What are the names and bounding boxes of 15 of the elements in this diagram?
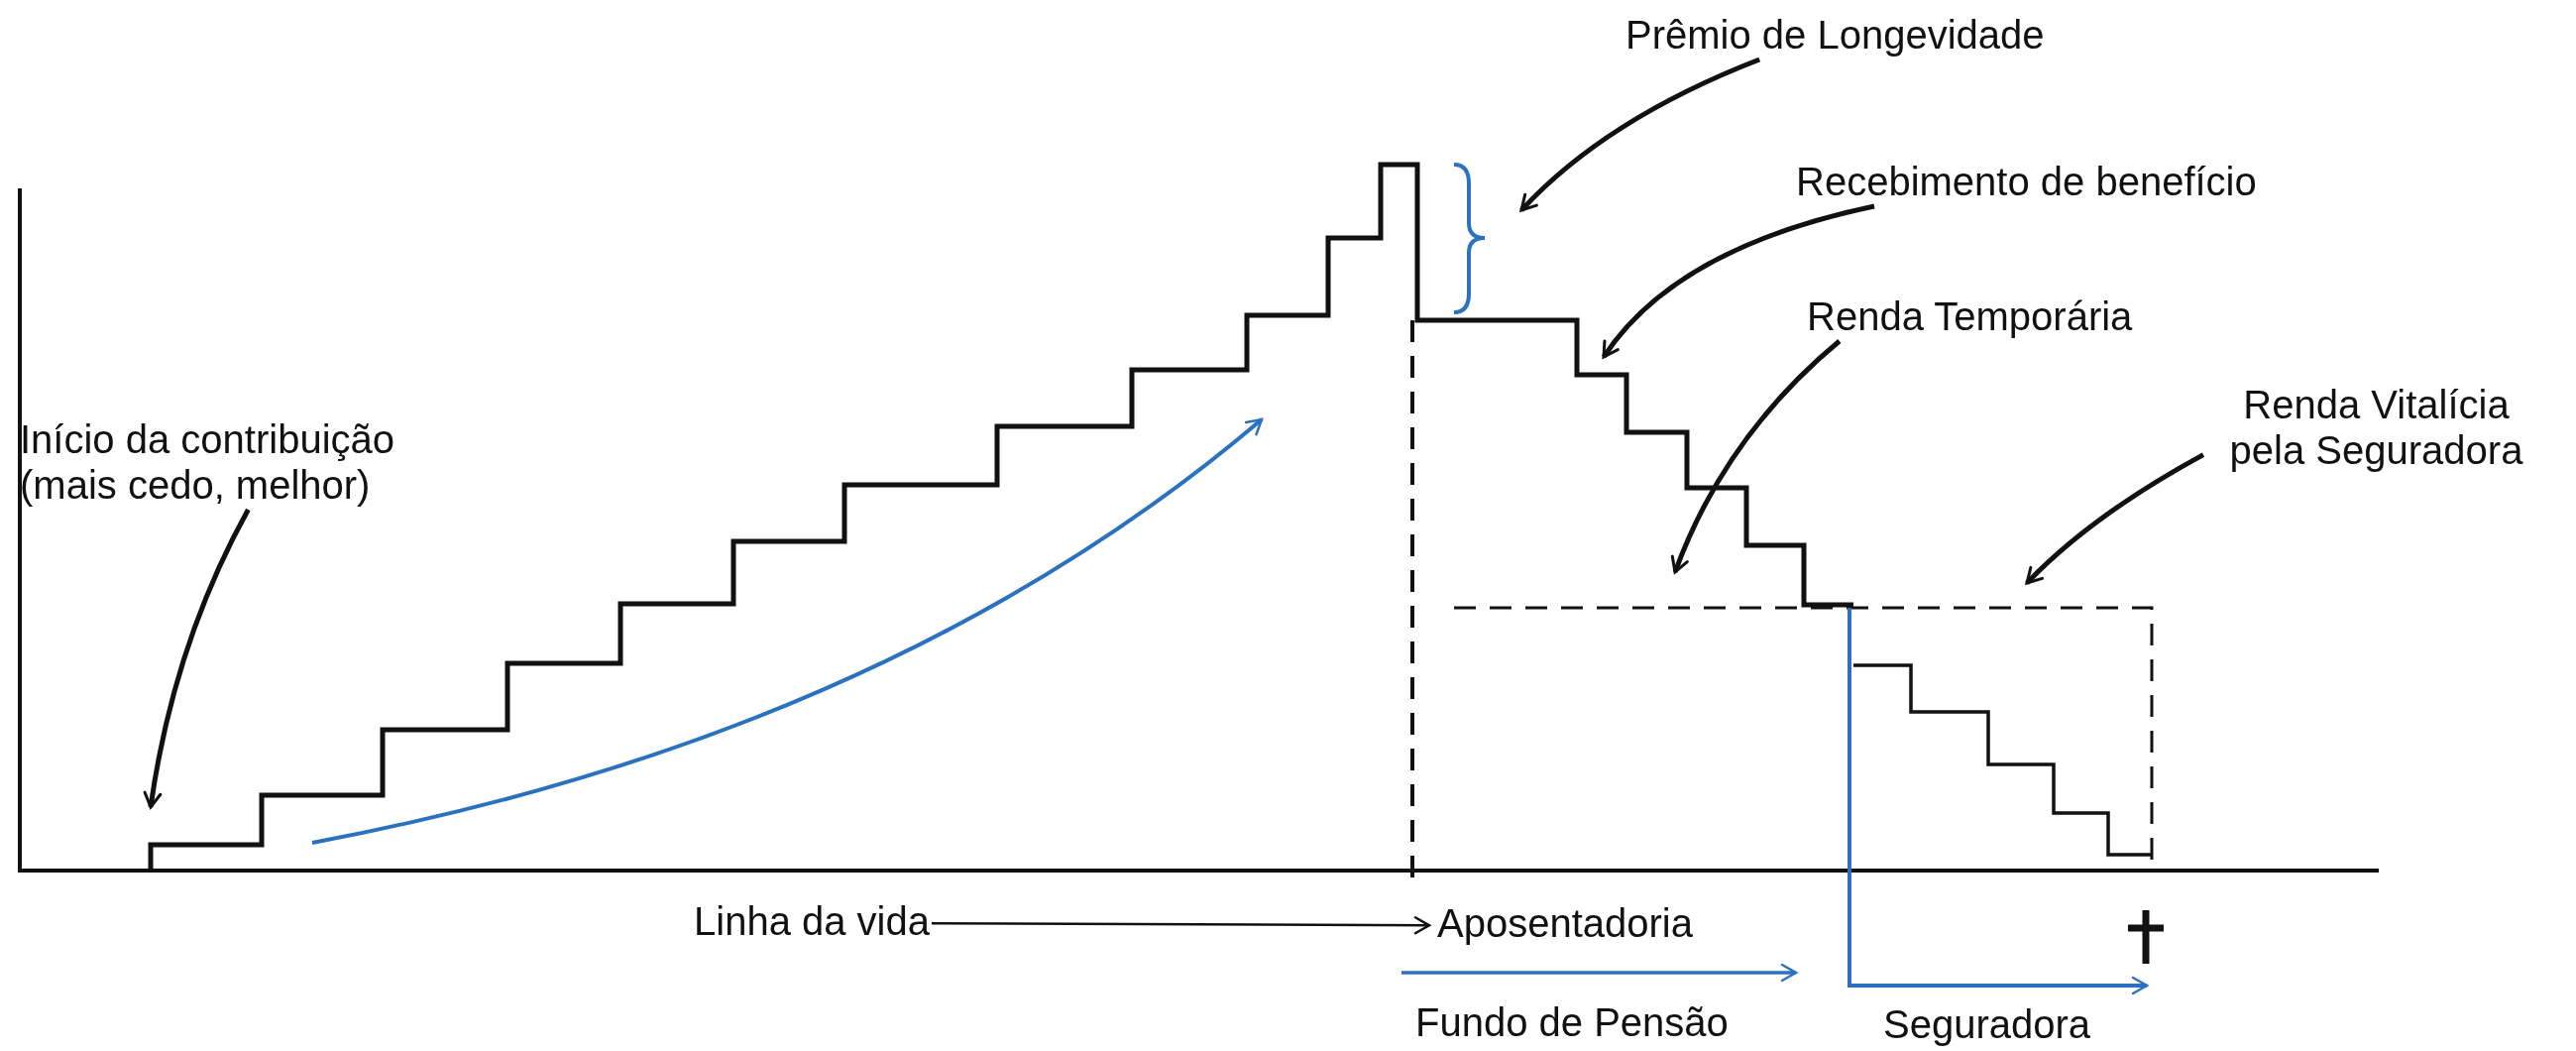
leader-arrow <box>1601 203 1875 359</box>
annotation-text: Aposentadoria <box>1437 900 1693 946</box>
annotation-text: Linha da vida <box>694 898 930 944</box>
annotation-text: Renda Vitalícia pela Seguradora <box>2228 382 2524 473</box>
annotation-text: Seguradora <box>1883 1001 2091 1047</box>
arrow <box>931 916 1431 935</box>
leader-arrow <box>1671 339 1842 574</box>
leader-arrow <box>1519 57 1761 212</box>
leader-arrow <box>2025 452 2205 585</box>
annotation-text: Recebimento de benefício <box>1796 159 2257 204</box>
annotation-text: Início da contribuição (mais cedo, melhor) <box>20 416 395 508</box>
annotation-text: Prêmio de Longevidade <box>1625 12 2045 58</box>
annotation-text: Renda Temporária <box>1807 293 2133 339</box>
annotation-text: Fundo de Pensão <box>1415 999 1729 1045</box>
leader-arrow <box>143 508 251 809</box>
